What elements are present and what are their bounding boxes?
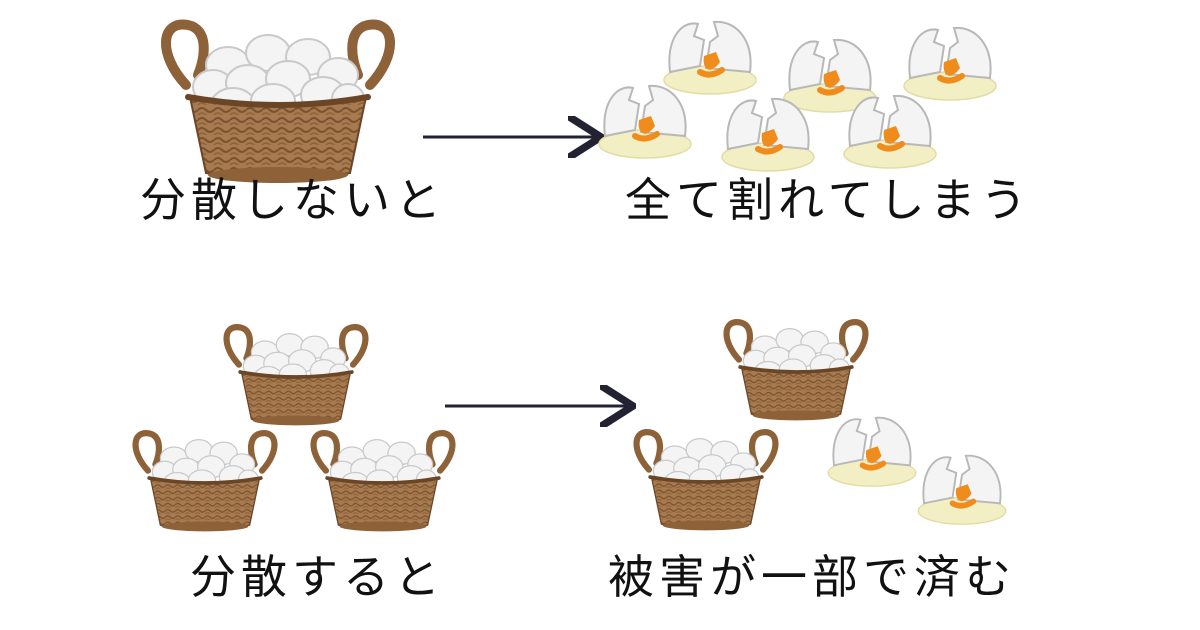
egg-basket-left [136, 433, 275, 531]
egg-basket-kept-bottom [637, 432, 776, 530]
caption-no-diversification: 分散しないと [140, 173, 446, 227]
caption-all-broken: 全て割れてしまう [625, 173, 1032, 227]
broken-egg-4 [599, 86, 691, 158]
egg-basket-right [314, 433, 453, 531]
caption-partial-damage: 被害が一部で済む [608, 550, 1016, 604]
broken-egg-8 [918, 456, 1005, 525]
caption-diversification: 分散すると [190, 550, 445, 604]
broken-egg-5 [722, 99, 814, 171]
egg-basket-top [227, 327, 366, 425]
broken-egg-1 [664, 22, 756, 94]
broken-egg-3 [904, 28, 996, 100]
broken-egg-7 [828, 418, 915, 487]
egg-basket-kept-top [727, 322, 866, 420]
broken-egg-6 [844, 96, 936, 168]
egg-basket-single [166, 25, 390, 183]
